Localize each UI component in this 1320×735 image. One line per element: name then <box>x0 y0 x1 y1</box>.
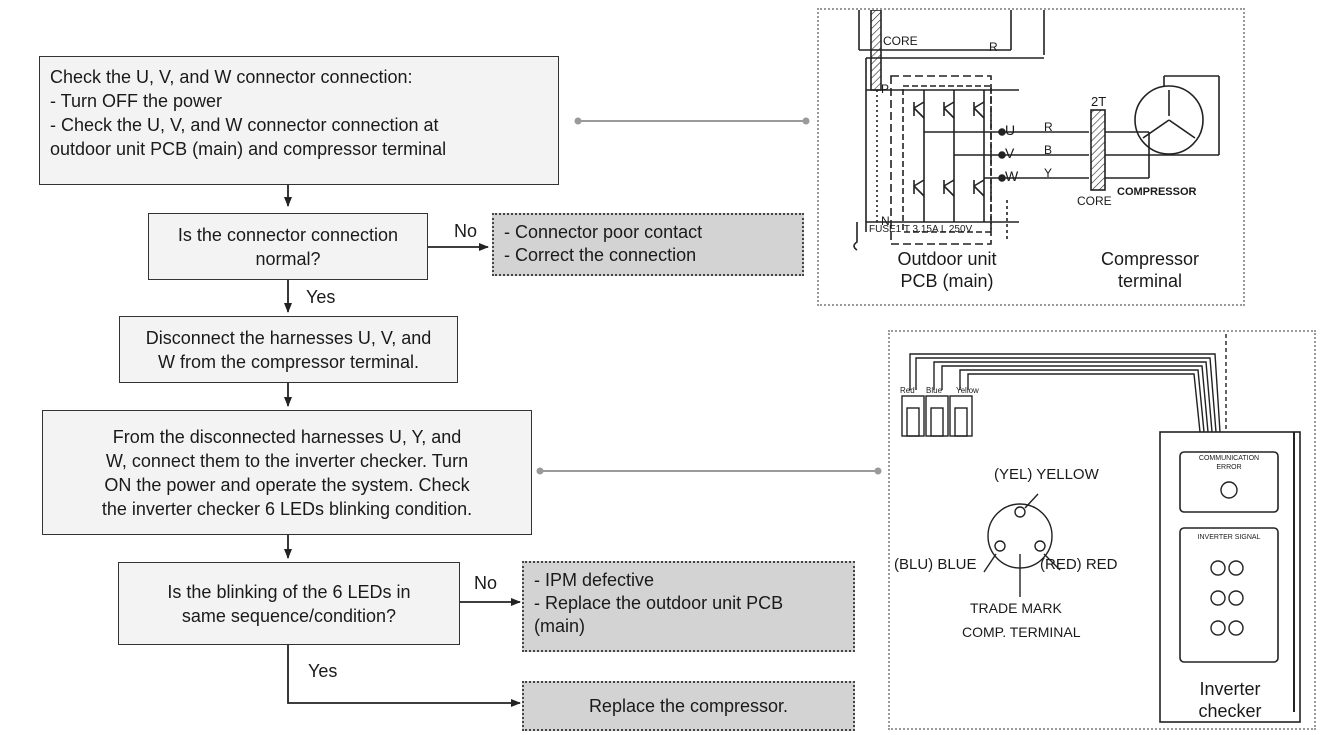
step1-line-4: outdoor unit PCB (main) and compressor t… <box>50 139 447 159</box>
result3-text: Replace the compressor. <box>588 695 789 716</box>
wire-label-yellow: Yellow <box>956 386 979 395</box>
comm-error-label: COMMUNICATION ERROR <box>1180 454 1278 472</box>
decision1-line-2: normal? <box>255 248 321 269</box>
arrow-decision2-yes <box>287 645 521 707</box>
wire-b-label: B <box>1044 143 1053 157</box>
step3-line-1: From the disconnected harnesses U, Y, an… <box>112 426 462 447</box>
inverter-caption-2: checker <box>1198 701 1262 721</box>
decision-led-sequence: Is the blinking of the 6 LEDs in same se… <box>118 562 460 645</box>
step1-line-1: Check the U, V, and W connector connecti… <box>50 67 413 87</box>
circuit-caption-right: Compressor terminal <box>1085 248 1215 292</box>
core-top-label: CORE <box>883 34 918 48</box>
inverter-checker-panel: Red Blue Yellow (YEL) YELLOW (BLU) BLUE … <box>888 330 1316 730</box>
decision1-no-label: No <box>454 221 478 241</box>
wire-label-red: Red <box>900 386 915 395</box>
comp-terminal-label: COMP. TERMINAL <box>962 624 1081 640</box>
v-label: V <box>1005 145 1015 161</box>
core-bottom-label: CORE <box>1077 194 1112 208</box>
result-replace-compressor: Replace the compressor. <box>522 681 855 731</box>
fuse-label: FUSE1 T 3.15A L 250V <box>869 224 973 235</box>
inverter-signal-label: INVERTER SIGNAL <box>1197 534 1261 541</box>
circuit-caption-left-2: PCB (main) <box>900 271 994 291</box>
result-poor-contact: - Connector poor contact - Correct the c… <box>492 213 804 276</box>
step3-line-3: ON the power and operate the system. Che… <box>104 474 470 495</box>
decision1-line-1: Is the connector connection <box>177 224 399 245</box>
decision2-yes-label: Yes <box>308 661 338 681</box>
n-label: N <box>881 214 890 228</box>
w-label: W <box>1005 168 1019 184</box>
blu-label: (BLU) BLUE <box>894 556 977 573</box>
step3-line-2: W, connect them to the inverter checker.… <box>105 450 469 471</box>
result2-line-2: - Replace the outdoor unit PCB <box>534 593 784 613</box>
decision-connector-normal: Is the connector connection normal? <box>148 213 428 280</box>
red-label: (RED) RED <box>1040 556 1118 573</box>
wire-label-blue: Blue <box>926 386 943 395</box>
decision2-line-1: Is the blinking of the 6 LEDs in <box>167 581 411 602</box>
decision2-line-2: same sequence/condition? <box>181 605 397 626</box>
result2-line-1: - IPM defective <box>534 570 655 590</box>
circuit-caption-right-1: Compressor <box>1100 249 1200 269</box>
compressor-label: COMPRESSOR <box>1117 186 1197 198</box>
two-t-label: 2T <box>1091 94 1107 109</box>
inverter-checker-drawing <box>901 334 1301 723</box>
wire-y-label: Y <box>1044 166 1053 180</box>
result1-line-2: - Correct the connection <box>504 245 697 265</box>
circuit-caption-left-1: Outdoor unit <box>897 249 997 269</box>
result-ipm-defective: - IPM defective - Replace the outdoor un… <box>522 561 855 652</box>
circuit-caption-left: Outdoor unit PCB (main) <box>883 248 1011 292</box>
u-label: U <box>1005 122 1016 138</box>
decision1-yes-label: Yes <box>306 287 336 307</box>
result2-line-3: (main) <box>534 616 586 636</box>
step2-line-1: Disconnect the harnesses U, V, and <box>145 327 432 348</box>
step3-line-4: the inverter checker 6 LEDs blinking con… <box>101 498 473 519</box>
circuit-caption-right-2: terminal <box>1117 271 1183 291</box>
step2-line-2: W from the compressor terminal. <box>157 351 420 372</box>
wire-r-label: R <box>1044 120 1053 134</box>
inverter-caption-1: Inverter <box>1199 679 1261 699</box>
step-connect-inverter-checker: From the disconnected harnesses U, Y, an… <box>42 410 532 535</box>
r-top-label: R <box>989 40 998 54</box>
step-check-connector: Check the U, V, and W connector connecti… <box>39 56 559 185</box>
step-disconnect-harnesses: Disconnect the harnesses U, V, and W fro… <box>119 316 458 383</box>
step1-line-2: - Turn OFF the power <box>50 91 223 111</box>
step1-line-3: - Check the U, V, and W connector connec… <box>50 115 439 135</box>
decision2-no-label: No <box>474 573 498 593</box>
circuit-diagram-panel: CORE R P N U V W R B Y 2T CORE COMPRESSO… <box>817 8 1245 306</box>
yel-label: (YEL) YELLOW <box>994 466 1099 483</box>
comm-error-line-1: COMMUNICATION <box>1198 455 1260 462</box>
result1-line-1: - Connector poor contact <box>504 222 703 242</box>
circuit-schematic <box>853 10 1220 251</box>
trade-mark-label: TRADE MARK <box>970 600 1062 616</box>
inverter-checker-caption: Inverter checker <box>1180 678 1280 722</box>
p-label: P <box>881 82 890 96</box>
comm-error-line-2: ERROR <box>1216 464 1242 471</box>
